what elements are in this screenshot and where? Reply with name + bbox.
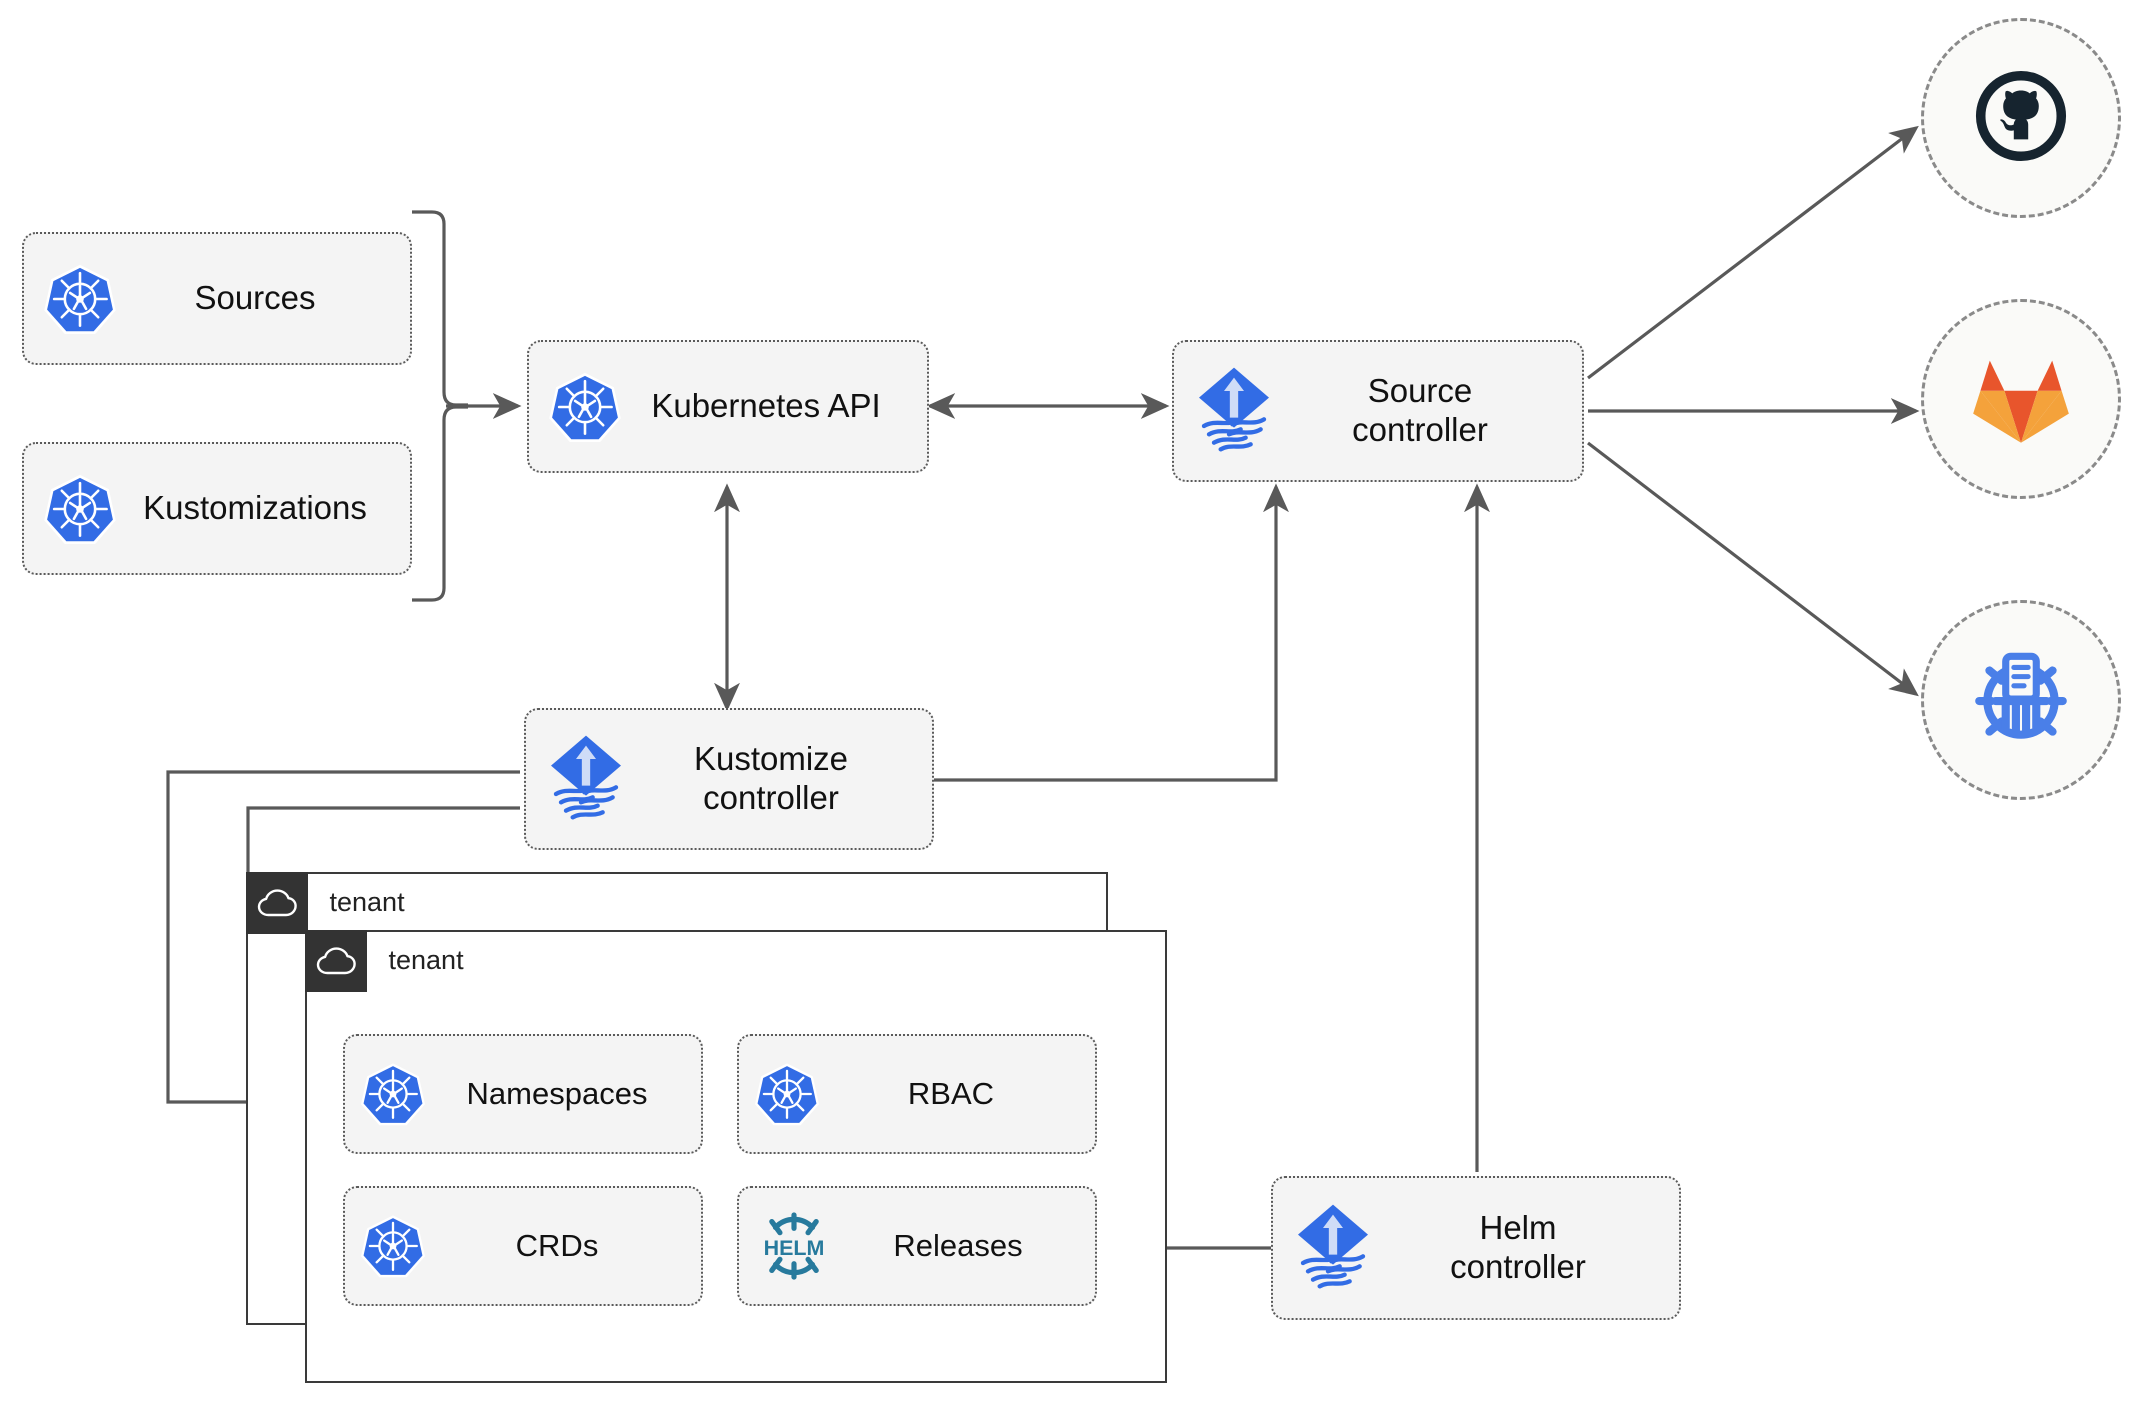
node-releases[interactable]: HELM Releases [737, 1186, 1097, 1306]
kubernetes-icon [42, 261, 118, 337]
node-kubernetes-api[interactable]: Kubernetes API [527, 340, 929, 473]
node-label: CRDs [515, 1227, 599, 1263]
helm-registry-icon [1965, 642, 2077, 759]
flux-icon [1291, 1203, 1375, 1293]
cloud-icon [304, 929, 367, 992]
arrow-source-to-helm-registry [1587, 441, 1919, 697]
arrow-kustomize-to-source [933, 483, 1289, 782]
node-label: RBAC [907, 1075, 995, 1111]
node-label: Sources [194, 279, 316, 317]
svg-text:HELM: HELM [764, 1236, 825, 1260]
flux-icon [544, 734, 628, 824]
bracket-upper [412, 210, 468, 407]
node-label-line2: controller [1450, 1248, 1586, 1285]
tenant-tab-inner: tenant [304, 929, 464, 992]
gitlab-icon [1969, 347, 2073, 452]
cloud-icon [245, 871, 308, 934]
tenant-label: tenant [329, 887, 405, 917]
node-sources[interactable]: Sources [22, 232, 412, 365]
kubernetes-icon [359, 1212, 427, 1280]
node-source-controller[interactable]: Source controller [1172, 340, 1584, 482]
arrow-source-to-github [1587, 125, 1919, 380]
kubernetes-icon [359, 1060, 427, 1128]
node-helm-controller[interactable]: Helm controller [1271, 1176, 1681, 1320]
node-label-line1: Helm [1479, 1209, 1557, 1247]
arrow-kustomize-to-tenant-1 [166, 770, 520, 1115]
tenant-label: tenant [388, 945, 464, 975]
node-rbac[interactable]: RBAC [737, 1034, 1097, 1154]
kubernetes-icon [42, 471, 118, 547]
node-kustomizations[interactable]: Kustomizations [22, 442, 412, 575]
provider-gitlab[interactable] [1921, 299, 2121, 499]
node-label-line1: Kustomize [693, 740, 849, 778]
node-label: Namespaces [466, 1075, 648, 1111]
node-label-line1: Source [1367, 372, 1473, 410]
kubernetes-icon [753, 1060, 821, 1128]
node-label: Releases [893, 1227, 1023, 1263]
github-icon [1968, 63, 2074, 174]
node-label-line2: controller [1352, 411, 1488, 448]
node-namespaces[interactable]: Namespaces [343, 1034, 703, 1154]
tenant-container-inner: tenant [304, 929, 1167, 1383]
node-kustomize-controller[interactable]: Kustomize controller [524, 708, 934, 850]
node-label: Kubernetes API [651, 387, 881, 425]
tenant-tab-outer: tenant [245, 871, 405, 934]
provider-helm-registry[interactable] [1921, 600, 2121, 800]
node-label: Kustomizations [143, 489, 367, 527]
provider-github[interactable] [1921, 18, 2121, 218]
node-crds[interactable]: CRDs [343, 1186, 703, 1306]
node-label-line2: controller [703, 779, 839, 816]
flux-icon [1192, 366, 1276, 456]
kubernetes-icon [547, 369, 623, 445]
helm-icon: HELM [753, 1209, 835, 1283]
bracket-lower [412, 405, 468, 602]
